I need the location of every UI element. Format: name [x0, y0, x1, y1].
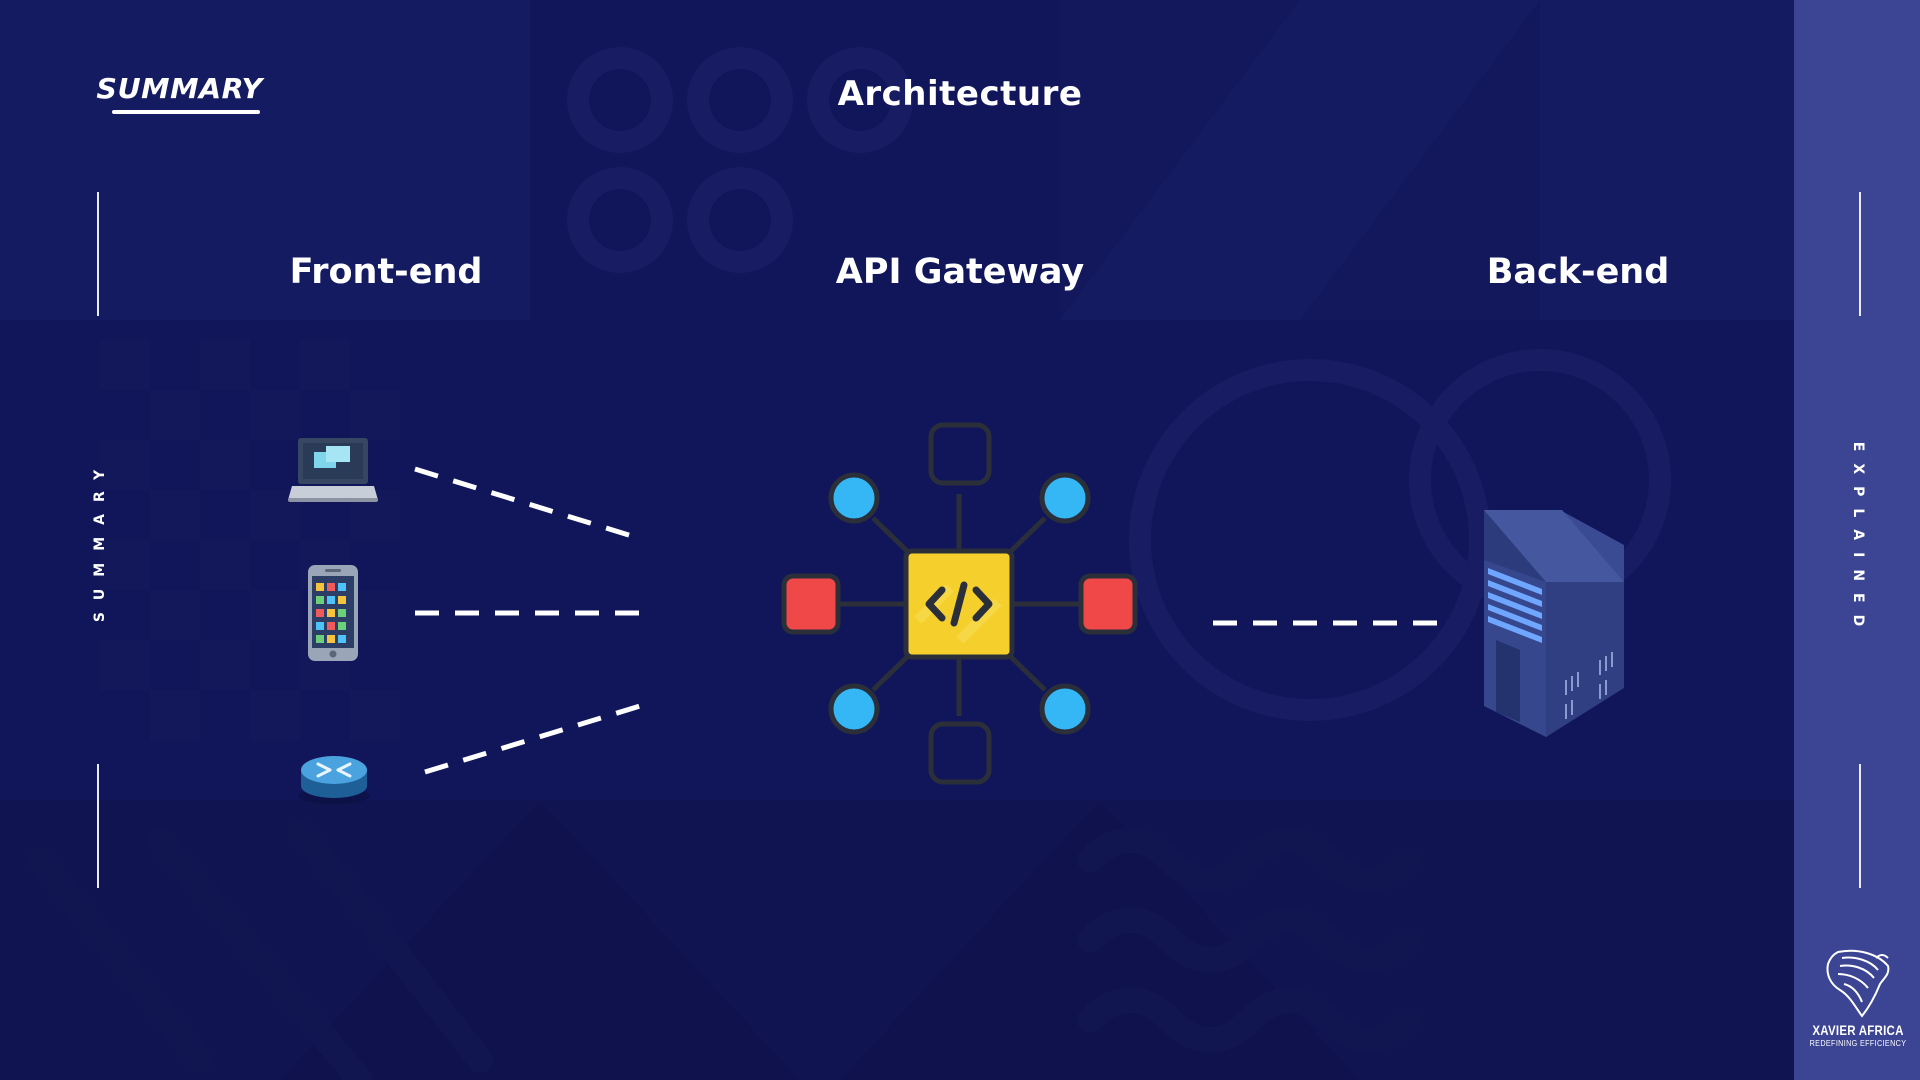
frontend-label: Front-end: [289, 252, 483, 292]
summary-underline: [112, 110, 260, 114]
brand-name: XAVIER AFRICA: [1812, 1022, 1904, 1038]
brand-tagline: REDEFINING EFFICIENCY: [1809, 1039, 1907, 1048]
api-gateway-icon: [781, 422, 1138, 785]
laptop-icon: [288, 438, 378, 502]
background-pattern: [0, 0, 1794, 1080]
frontend-connectors: [414, 466, 641, 775]
router-connector: [424, 703, 641, 775]
smartphone-icon: [308, 565, 358, 661]
brand-logo: XAVIER AFRICA REDEFINING EFFICIENCY: [1796, 944, 1920, 1064]
laptop-connector: [414, 466, 633, 539]
gateway-label: API Gateway: [835, 252, 1085, 292]
side-band: [1794, 0, 1920, 1080]
code-icon: [925, 581, 993, 627]
africa-lion-icon: [1826, 949, 1890, 1018]
left-rail-bottom: [97, 764, 99, 888]
right-rail-top: [1859, 192, 1861, 316]
bottom-band: [0, 800, 1794, 1080]
backend-label: Back-end: [1486, 252, 1670, 292]
server-icon: [1484, 510, 1624, 737]
slide-title: Architecture: [837, 74, 1083, 114]
right-rail-bottom: [1859, 764, 1861, 888]
router-icon: [298, 756, 370, 804]
summary-logo: SUMMARY: [96, 72, 263, 105]
left-rail-top: [97, 192, 99, 316]
